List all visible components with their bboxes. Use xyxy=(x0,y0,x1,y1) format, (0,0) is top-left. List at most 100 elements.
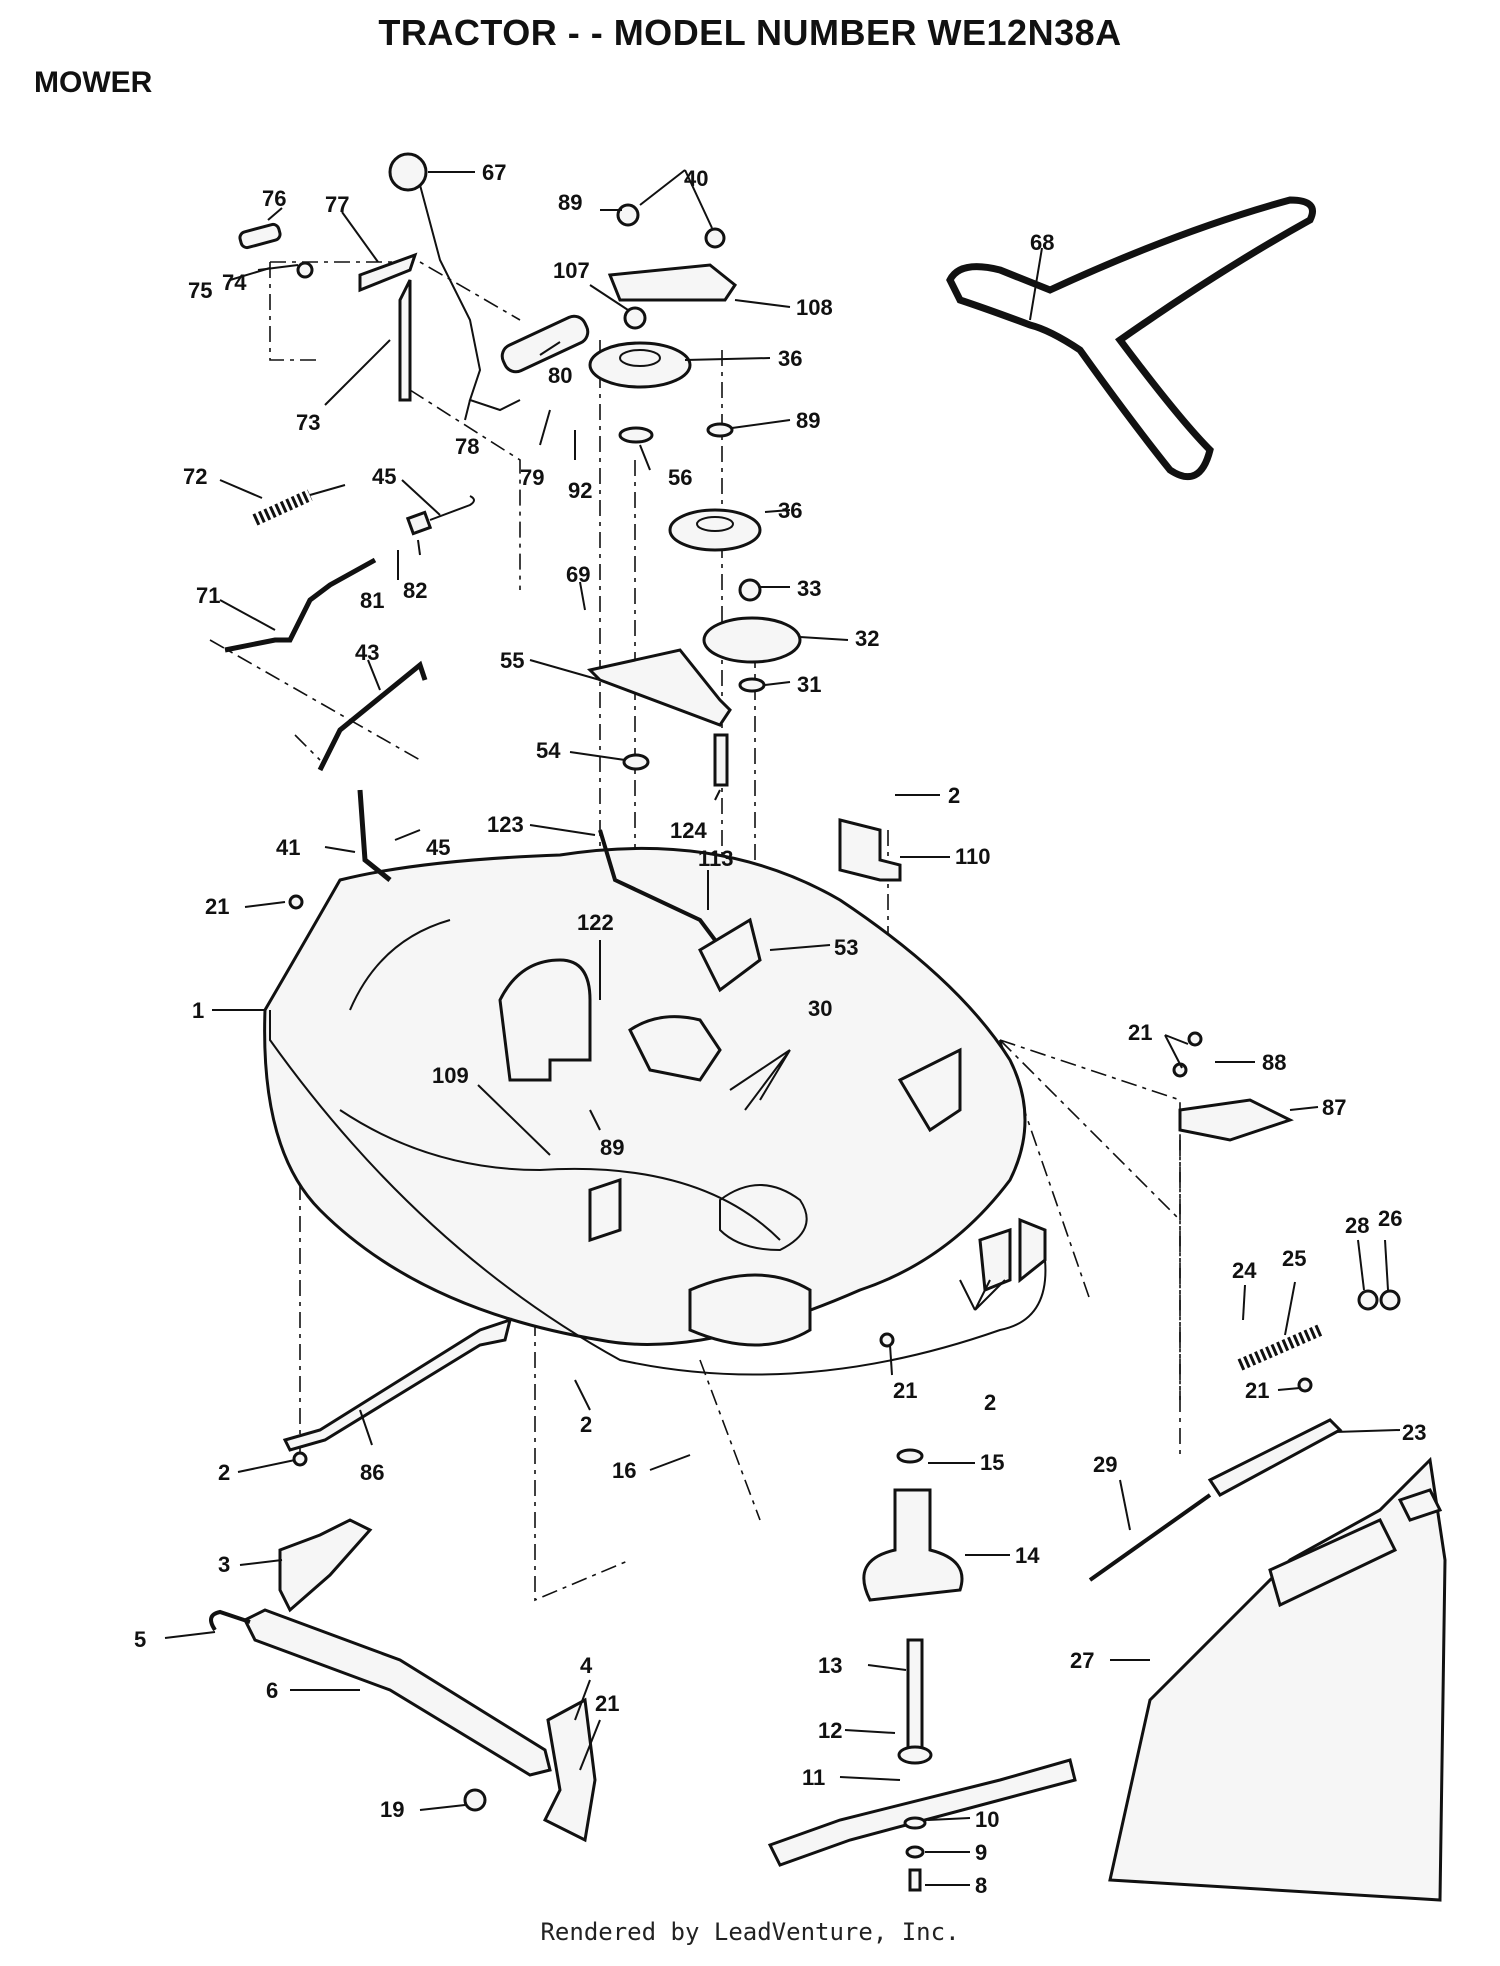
callout-27: 27 xyxy=(1070,1648,1094,1673)
washer-74 xyxy=(296,261,314,279)
nut-21 xyxy=(879,1332,895,1348)
callout-89: 89 xyxy=(796,408,820,433)
callout-43: 43 xyxy=(355,640,379,665)
callout-4: 4 xyxy=(580,1653,593,1678)
bolt-19 xyxy=(463,1788,487,1812)
callout-75: 75 xyxy=(188,278,212,303)
bolt-8 xyxy=(908,1868,922,1892)
washer-56 xyxy=(618,426,654,444)
pulley-32 xyxy=(702,616,802,664)
callout-68: 68 xyxy=(1030,230,1054,255)
spring-72 xyxy=(252,489,313,526)
callout-40: 40 xyxy=(684,166,708,191)
callout-28: 28 xyxy=(1345,1213,1369,1238)
nut-21 xyxy=(292,1451,308,1467)
nut-33 xyxy=(738,578,762,602)
callout-108: 108 xyxy=(796,295,833,320)
callout-25: 25 xyxy=(1282,1246,1306,1271)
nut-21 xyxy=(1297,1377,1313,1393)
footer-credit: Rendered by LeadVenture, Inc. xyxy=(540,1918,960,1946)
callout-45: 45 xyxy=(372,464,396,489)
nut-26 xyxy=(1379,1289,1401,1311)
bracket-53 xyxy=(698,917,762,993)
plate-110 xyxy=(838,818,902,882)
callout-110: 110 xyxy=(955,844,991,869)
bar-23 xyxy=(1207,1418,1343,1497)
lift-rod-71 xyxy=(224,557,377,653)
mower-deck xyxy=(263,846,1047,1376)
page-title: TRACTOR - - MODEL NUMBER WE12N38A xyxy=(378,12,1122,53)
mower-blade-11 xyxy=(767,1758,1077,1867)
callout-2: 2 xyxy=(984,1390,996,1415)
washer-54 xyxy=(622,753,650,771)
lift-bar-6 xyxy=(242,1608,552,1777)
callout-107: 107 xyxy=(553,258,590,283)
lift-lever-78 xyxy=(419,184,521,412)
strap-86 xyxy=(282,1317,513,1452)
callout-89: 89 xyxy=(600,1135,624,1160)
callout-41: 41 xyxy=(276,835,300,860)
callout-32: 32 xyxy=(855,626,879,651)
spring-25 xyxy=(1237,1324,1323,1371)
callout-2: 2 xyxy=(948,783,960,808)
callout-81: 81 xyxy=(360,588,384,613)
nut-21 xyxy=(1187,1031,1203,1047)
callout-36: 36 xyxy=(778,346,802,371)
callout-33: 33 xyxy=(797,576,821,601)
callout-21: 21 xyxy=(205,894,229,919)
plate-77 xyxy=(358,252,418,293)
bracket-4 xyxy=(542,1697,597,1843)
knob-67 xyxy=(388,152,428,192)
callout-2: 2 xyxy=(580,1412,592,1437)
nut-89 xyxy=(616,203,640,227)
callout-77: 77 xyxy=(325,192,349,217)
callout-80: 80 xyxy=(548,363,572,388)
spindle-shaft-13 xyxy=(906,1638,924,1752)
callout-45: 45 xyxy=(426,835,450,860)
callout-19: 19 xyxy=(380,1797,404,1822)
callout-73: 73 xyxy=(296,410,320,435)
callout-71: 71 xyxy=(196,583,220,608)
callout-67: 67 xyxy=(482,160,506,185)
drive-belt-68 xyxy=(946,196,1316,481)
callout-21: 21 xyxy=(1128,1020,1152,1045)
callout-12: 12 xyxy=(818,1718,842,1743)
callout-2: 2 xyxy=(218,1460,230,1485)
pulley-hub-12 xyxy=(897,1745,933,1765)
callout-78: 78 xyxy=(455,434,479,459)
callout-14: 14 xyxy=(1015,1543,1040,1568)
callout-76: 76 xyxy=(262,186,286,211)
rod-29 xyxy=(1088,1493,1212,1582)
baffle-16 xyxy=(688,1273,812,1347)
nut-40 xyxy=(704,227,726,249)
clip-45 xyxy=(429,495,475,521)
callout-1: 1 xyxy=(192,998,204,1023)
callout-15: 15 xyxy=(980,1450,1004,1475)
spindle-housing-14 xyxy=(862,1488,964,1602)
callout-10: 10 xyxy=(975,1807,999,1832)
callout-53: 53 xyxy=(834,935,858,960)
callout-11: 11 xyxy=(802,1765,825,1790)
callout-122: 122 xyxy=(577,910,614,935)
bracket-73 xyxy=(398,279,412,402)
washer-15 xyxy=(896,1448,924,1464)
callout-124: 124 xyxy=(670,818,707,843)
pin-76 xyxy=(238,222,282,250)
callout-5: 5 xyxy=(134,1627,146,1652)
callout-8: 8 xyxy=(975,1873,987,1898)
callout-29: 29 xyxy=(1093,1452,1117,1477)
ferrule-82 xyxy=(405,510,433,536)
washer-89 xyxy=(706,422,734,438)
washer-28 xyxy=(1357,1289,1379,1311)
discharge-chute-27 xyxy=(1108,1456,1447,1902)
callout-87: 87 xyxy=(1322,1095,1346,1120)
callout-72: 72 xyxy=(183,464,207,489)
callout-3: 3 xyxy=(218,1552,230,1577)
callout-leaders xyxy=(164,169,1401,1886)
callout-26: 26 xyxy=(1378,1206,1402,1231)
callout-31: 31 xyxy=(797,672,821,697)
nut-107 xyxy=(623,306,647,330)
washer-9 xyxy=(905,1845,925,1859)
washer-10 xyxy=(903,1816,927,1830)
